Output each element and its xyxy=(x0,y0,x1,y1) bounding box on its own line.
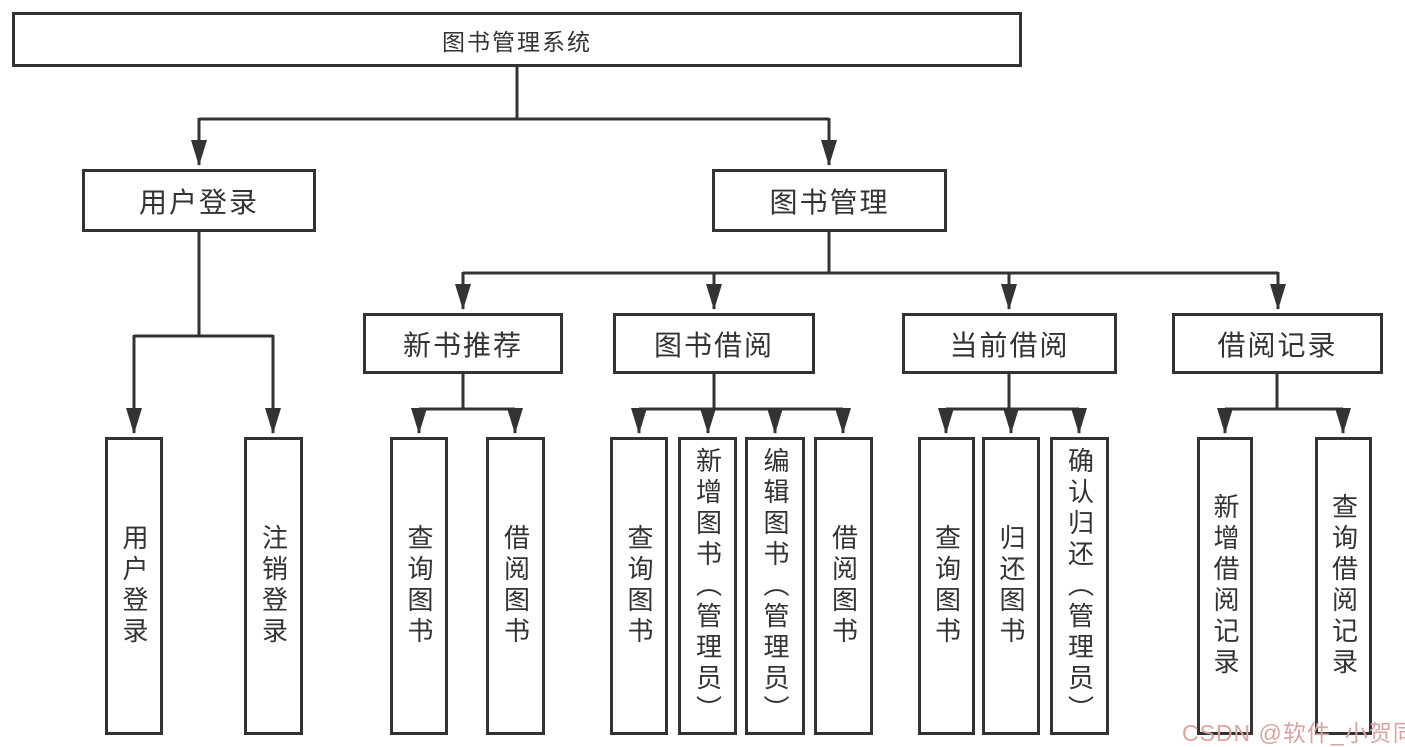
leaf-label: 查询图书 xyxy=(404,524,434,648)
leaf-label: 查询图书 xyxy=(931,524,962,648)
node-user-login: 用户登录 xyxy=(82,169,316,232)
leaf-current-confirm-return-admin: 确认归还（管理员） xyxy=(1050,437,1109,735)
leaf-records-query-record: 查询借阅记录 xyxy=(1315,437,1372,735)
node-label: 用户登录 xyxy=(138,186,259,218)
node-borrow-records: 借阅记录 xyxy=(1172,313,1383,374)
node-label: 图书借阅 xyxy=(653,329,774,361)
leaf-label: 编辑图书（管理员） xyxy=(760,446,790,726)
leaf-label: 确认归还（管理员） xyxy=(1064,446,1095,726)
leaf-borrow-add-books-admin: 新增图书（管理员） xyxy=(678,437,737,735)
node-library-management-system: 图书管理系统 xyxy=(12,12,1022,67)
leaf-label: 借阅图书 xyxy=(500,524,531,648)
node-current-borrow: 当前借阅 xyxy=(902,313,1117,374)
leaf-label: 归还图书 xyxy=(996,524,1026,648)
node-book-borrow: 图书借阅 xyxy=(613,313,815,374)
leaf-records-add-record: 新增借阅记录 xyxy=(1197,437,1253,735)
leaf-current-return-books: 归还图书 xyxy=(982,437,1040,735)
leaf-borrow-edit-books-admin: 编辑图书（管理员） xyxy=(745,437,805,735)
node-book-management: 图书管理 xyxy=(712,169,947,232)
leaf-newbooks-query-books: 查询图书 xyxy=(390,437,448,735)
leaf-label: 借阅图书 xyxy=(828,524,859,648)
leaf-user-login: 用户登录 xyxy=(105,437,163,735)
leaf-borrow-borrow-books: 借阅图书 xyxy=(814,437,873,735)
leaf-label: 用户登录 xyxy=(119,524,149,648)
leaf-label: 注销登录 xyxy=(258,524,289,648)
node-label: 借阅记录 xyxy=(1217,329,1338,361)
leaf-label: 查询借阅记录 xyxy=(1328,493,1359,679)
leaf-current-query-books: 查询图书 xyxy=(918,437,975,735)
leaf-logout: 注销登录 xyxy=(244,437,303,735)
leaf-borrow-query-books: 查询图书 xyxy=(610,437,668,735)
node-label: 图书管理 xyxy=(769,186,890,218)
node-label: 当前借阅 xyxy=(949,329,1070,361)
leaf-label: 查询图书 xyxy=(624,524,654,648)
leaf-label: 新增借阅记录 xyxy=(1210,493,1240,679)
node-label: 图书管理系统 xyxy=(442,28,592,55)
leaf-newbooks-borrow-books: 借阅图书 xyxy=(486,437,545,735)
node-label: 新书推荐 xyxy=(402,329,523,361)
leaf-label: 新增图书（管理员） xyxy=(692,446,723,726)
node-new-book-recommend: 新书推荐 xyxy=(363,313,563,374)
csdn-watermark: CSDN @软件_小贺同学 xyxy=(1182,720,1405,746)
